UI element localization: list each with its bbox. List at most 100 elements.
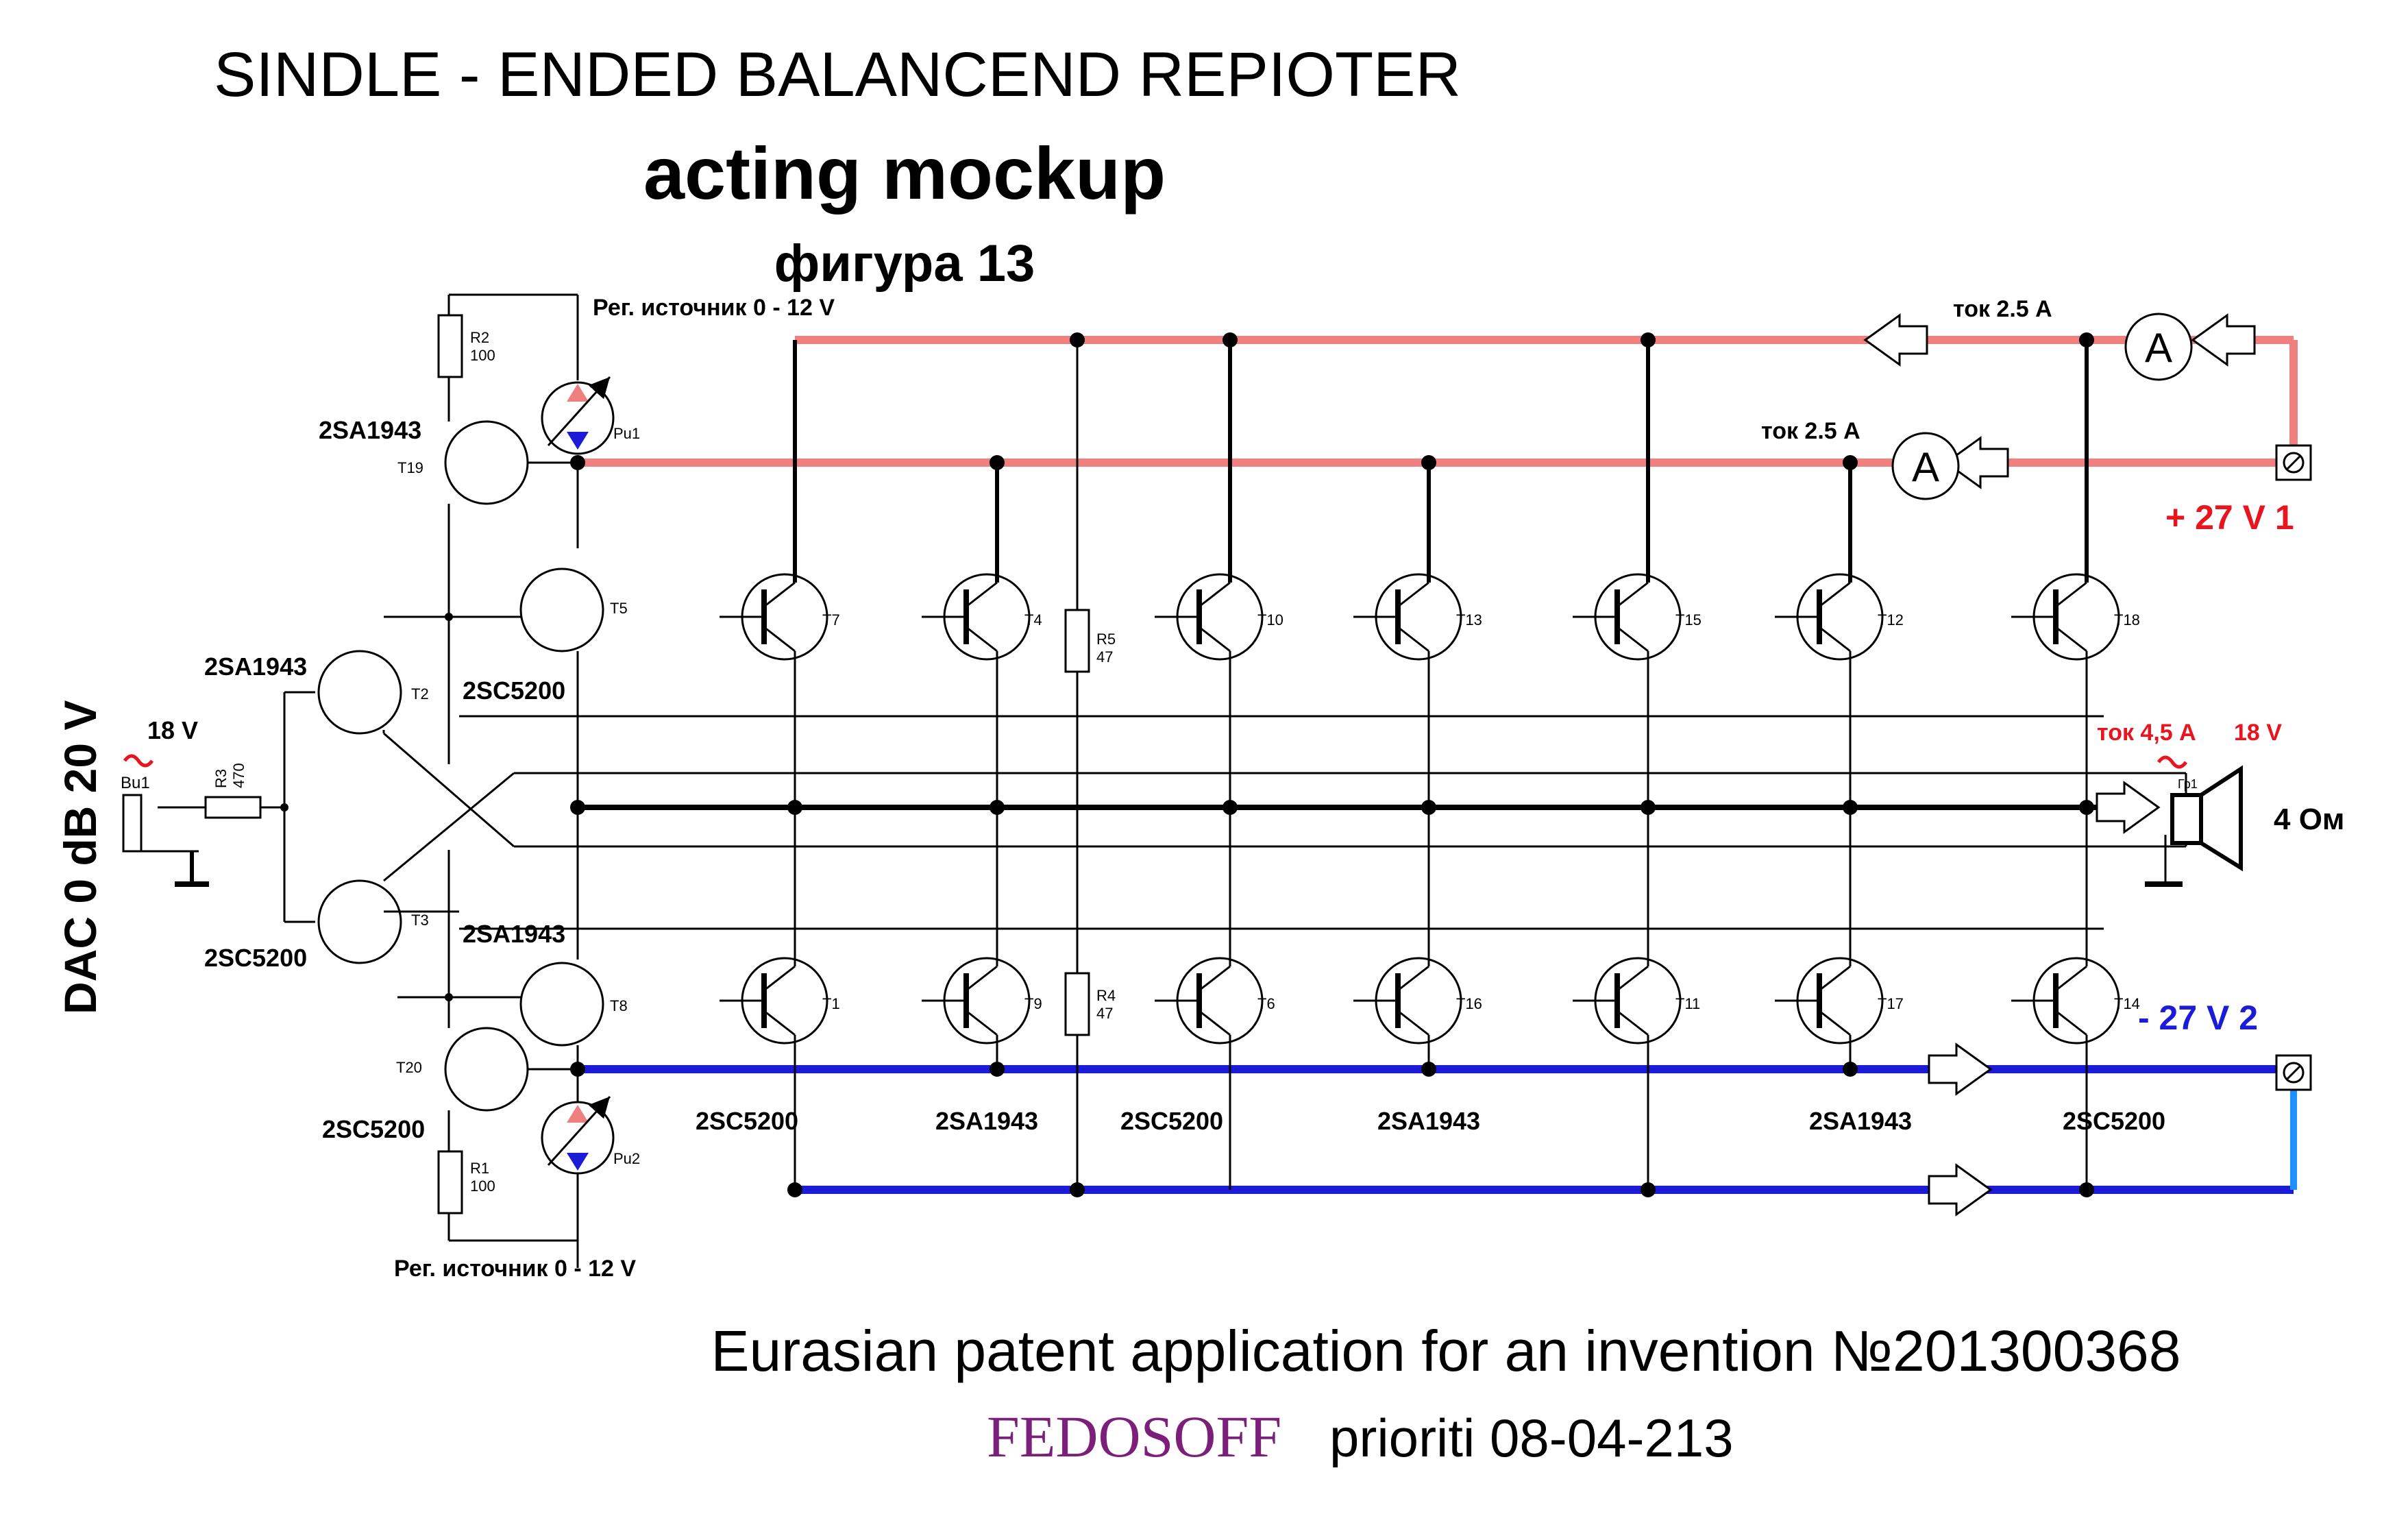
- reg-source-bottom-label: Рег. источник 0 - 12 V: [394, 1256, 636, 1282]
- positive-rails: [578, 336, 2298, 467]
- ammeter-top-symbol: A: [2145, 325, 2172, 371]
- bottom-part-label: 2SC5200: [1120, 1107, 1223, 1135]
- page-title: SINDLE - ENDED BALANCEND REPIOTER: [214, 40, 1461, 110]
- junction-dot: [1070, 332, 1085, 347]
- current-mid-label: ток 2.5 A: [1761, 418, 1860, 444]
- r1-name: R1: [470, 1160, 489, 1177]
- output-transistor-lower: T11: [1573, 807, 1700, 1190]
- speaker-impedance: 4 Ом: [2274, 803, 2344, 836]
- bottom-part-label: 2SC5200: [696, 1107, 798, 1135]
- r4-value: 47: [1096, 1005, 1113, 1022]
- t8-label: T8: [610, 997, 628, 1014]
- junction-dot: [1223, 332, 1238, 347]
- speaker-icon: [2145, 765, 2243, 887]
- output-transistor-upper-label: T15: [1675, 611, 1701, 628]
- part-t20: 2SC5200: [322, 1115, 425, 1143]
- speaker-tilde-icon: [2157, 755, 2188, 769]
- output-transistor-upper: T13: [1353, 463, 1482, 807]
- junction-dot: [990, 455, 1005, 470]
- junction-dot: [445, 613, 453, 621]
- output-transistor-upper-label: T7: [822, 611, 840, 628]
- current-arrows: [1863, 313, 2256, 1217]
- output-transistor-lower-label: T9: [1024, 995, 1042, 1012]
- output-transistor-upper: T10: [1155, 340, 1283, 807]
- input-tilde-icon: [123, 754, 154, 768]
- output-transistor-lower-label: T11: [1675, 995, 1700, 1012]
- junction-dot: [990, 1062, 1005, 1077]
- t5-label: T5: [610, 600, 628, 617]
- r2-name: R2: [470, 329, 489, 346]
- negative-terminal: [2275, 1054, 2312, 1091]
- junction-dot: [1641, 1182, 1656, 1197]
- junction-dot: [570, 455, 585, 470]
- output-transistor-upper: T15: [1573, 340, 1701, 807]
- priority-text: prioriti 08-04-213: [1329, 1408, 1734, 1468]
- speaker-name: Гр1: [2178, 777, 2198, 791]
- t3-label: T3: [411, 912, 429, 929]
- output-transistor-lower: T6: [1155, 807, 1275, 1190]
- part-t8: 2SA1943: [463, 920, 565, 948]
- r4-name: R4: [1096, 987, 1116, 1004]
- output-transistor-upper: T12: [1775, 463, 1904, 807]
- reg-source-top: [541, 376, 615, 455]
- part-t3: 2SC5200: [204, 944, 307, 972]
- output-bus: [383, 732, 2187, 882]
- output-transistor-lower-label: T17: [1878, 995, 1904, 1012]
- part-t19: 2SA1943: [319, 416, 421, 444]
- jack-label: Bu1: [121, 774, 150, 792]
- junction-dot: [990, 800, 1005, 815]
- reg-source-bottom: [541, 1095, 615, 1175]
- output-transistor-lower: T14: [2011, 807, 2140, 1190]
- junction-dot: [787, 800, 802, 815]
- bottom-part-label: 2SA1943: [1809, 1107, 1912, 1135]
- output-transistor-lower-label: T6: [1257, 995, 1275, 1012]
- output-transistor-upper: T7: [720, 340, 840, 807]
- junction-dot: [2079, 332, 2094, 347]
- positive-supply-label: + 27 V 1: [2165, 498, 2294, 537]
- output-transistor-lower: T1: [720, 807, 840, 1190]
- current-top-label: ток 2.5 A: [1953, 296, 2052, 322]
- output-transistor-upper-label: T18: [2114, 611, 2140, 628]
- page-subtitle: acting mockup: [643, 132, 1166, 215]
- bottom-part-label: 2SA1943: [935, 1107, 1038, 1135]
- r2-value: 100: [470, 347, 495, 364]
- speaker-current: ток 4,5 A: [2097, 720, 2196, 746]
- junction-dot: [445, 993, 453, 1001]
- ammeter-mid: A: [1891, 432, 1960, 500]
- r5-value: 47: [1096, 648, 1113, 666]
- junction-dot: [280, 803, 288, 811]
- negative-supply-label: - 27 V 2: [2138, 999, 2258, 1037]
- junction-dot: [1641, 800, 1656, 815]
- bottom-part-label: 2SC5200: [2063, 1107, 2165, 1135]
- junction-dot: [1843, 455, 1858, 470]
- junction-dot: [2079, 800, 2094, 815]
- junction-dot: [2079, 1182, 2094, 1197]
- dac-label: DAC 0 dB 20 V: [55, 700, 106, 1014]
- output-transistor-lower: T9: [922, 807, 1042, 1069]
- r1-value: 100: [470, 1177, 495, 1195]
- junction-dot: [1843, 1062, 1858, 1077]
- output-transistor-lower-label: T14: [2114, 995, 2140, 1012]
- output-transistor-upper-label: T4: [1024, 611, 1042, 628]
- preset-resistors: [437, 314, 1090, 1214]
- output-transistor-lower-label: T1: [822, 995, 840, 1012]
- junction-dot: [570, 800, 585, 815]
- output-transistor-upper: T4: [922, 463, 1042, 807]
- output-transistor-upper-label: T13: [1456, 611, 1482, 628]
- driver-transistors: [317, 420, 604, 1112]
- upper-output-transistors: T7 T4 T10 T13 T15 T12 T18: [720, 340, 2140, 807]
- output-transistor-upper-label: T12: [1878, 611, 1904, 628]
- junction-dot: [1070, 1182, 1085, 1197]
- ammeter-mid-symbol: A: [1912, 444, 1939, 490]
- t20-label: T20: [396, 1059, 422, 1076]
- output-transistor-upper-label: T10: [1257, 611, 1283, 628]
- junction-dot: [1641, 332, 1656, 347]
- patent-text: Eurasian patent application for an inven…: [711, 1319, 2181, 1383]
- output-transistor-upper: T18: [2011, 340, 2140, 807]
- t19-label: T19: [397, 459, 423, 476]
- reg-source-top-label: Рег. источник 0 - 12 V: [593, 295, 835, 321]
- positive-terminal: [2275, 444, 2312, 481]
